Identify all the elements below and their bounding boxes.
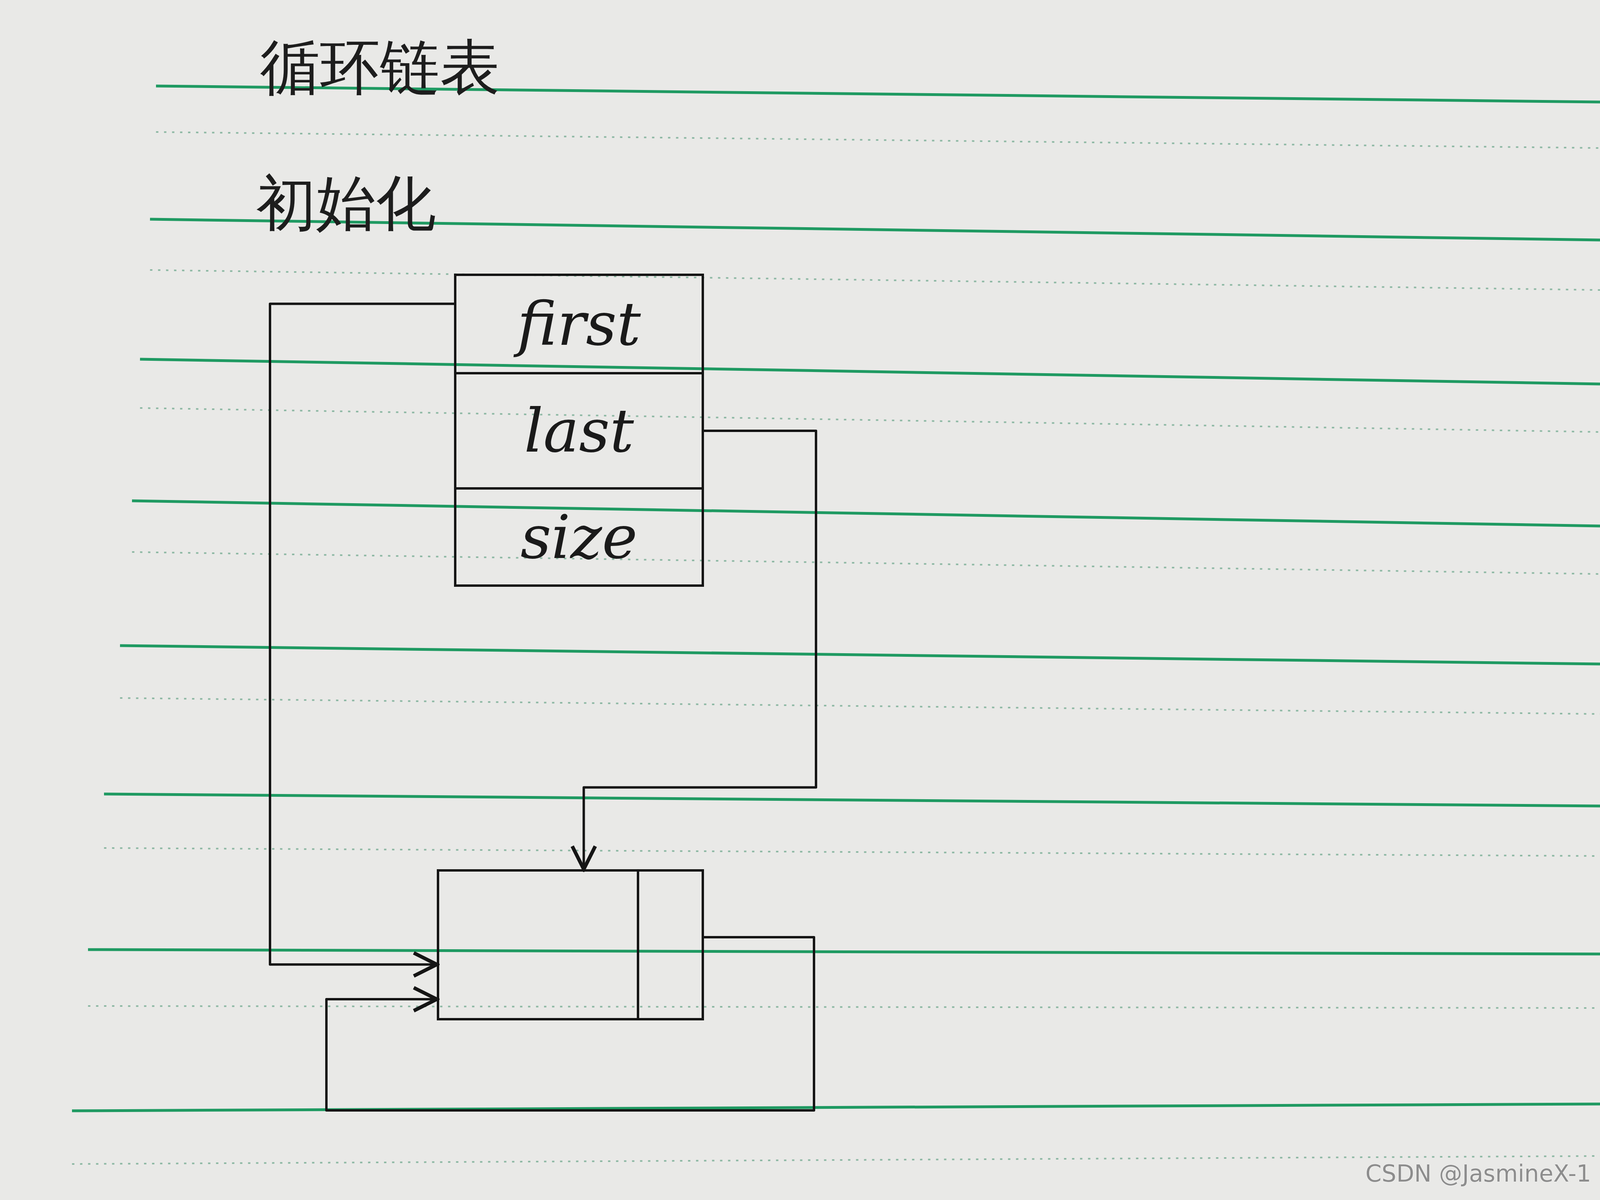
page-title: 循环链表: [260, 28, 500, 109]
dotted-line: [104, 848, 1600, 856]
ruled-line: [132, 500, 1600, 526]
watermark: CSDN @JasmineX-1: [1365, 1160, 1592, 1188]
ruled-line: [88, 949, 1600, 954]
dotted-line: [132, 552, 1600, 574]
dotted-line: [150, 270, 1600, 290]
ruled-lines: [72, 86, 1600, 1111]
struct-field: last: [454, 372, 704, 490]
pointer-arrow: [326, 937, 814, 1111]
ruled-line: [140, 359, 1600, 384]
ruled-line: [120, 645, 1600, 664]
dotted-line: [140, 408, 1600, 432]
field-name: size: [520, 507, 638, 568]
field-divider: [636, 871, 640, 1018]
field-name: last: [524, 400, 634, 461]
list-node: [436, 869, 704, 1021]
struct-field: size: [454, 487, 704, 587]
pointer-arrow: [270, 304, 454, 965]
pointer-arrow: [583, 430, 816, 870]
field-name: first: [517, 294, 641, 354]
section-heading: 初始化: [256, 164, 436, 245]
dotted-lines: [72, 132, 1600, 1164]
dotted-line: [120, 698, 1600, 714]
ruled-line: [104, 794, 1600, 806]
dotted-line: [88, 1006, 1600, 1008]
ruled-line: [72, 1104, 1600, 1111]
struct-field: first: [454, 273, 704, 375]
dotted-line: [156, 132, 1600, 148]
